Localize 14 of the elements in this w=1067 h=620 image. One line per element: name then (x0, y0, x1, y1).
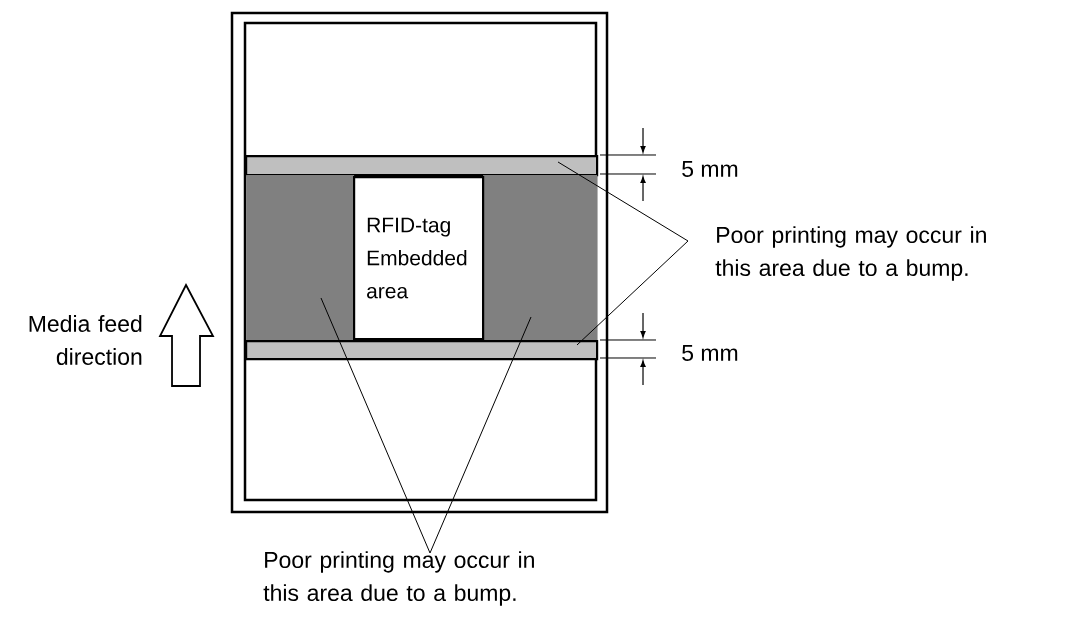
leader-line (557, 161, 689, 242)
leader-line (429, 316, 532, 554)
leader-line (576, 240, 689, 346)
dimension-label: 5 mm (682, 160, 738, 177)
direction-label: Media feed direction (29, 315, 142, 365)
printing-band (245, 340, 599, 361)
shaded-area (246, 175, 355, 342)
tag-area-box: RFID-tag Embedded area (353, 176, 485, 341)
callout-text: Poor printing may occur in this area due to a bump. (715, 226, 986, 281)
dimension-label: 5 mm (682, 344, 738, 361)
leader-line (320, 297, 431, 554)
shaded-area (483, 175, 598, 342)
printing-band (245, 155, 599, 177)
callout-text: Poor printing may occur in this area due to a bump. (263, 551, 534, 606)
